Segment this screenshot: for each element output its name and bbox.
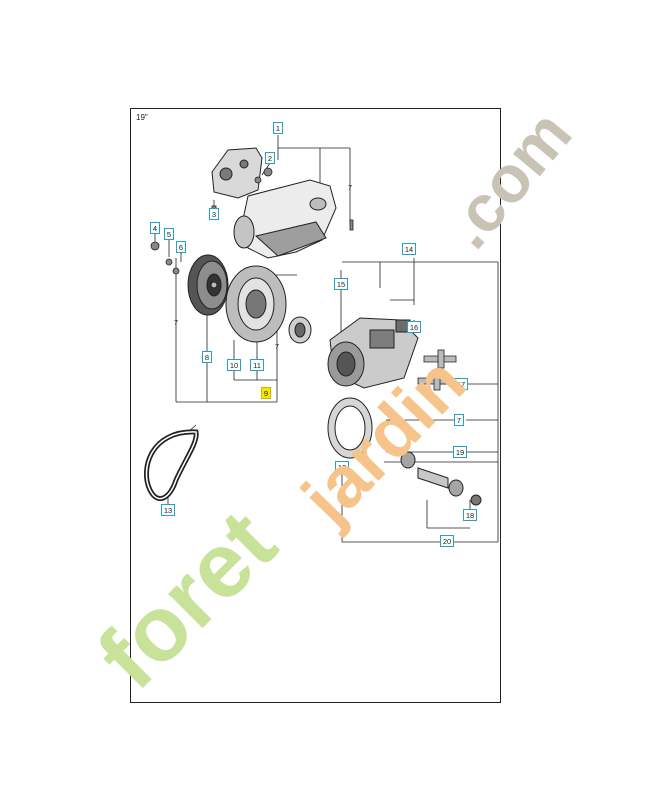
callout-box — [440, 535, 454, 547]
callout-box — [161, 504, 175, 516]
callout-box — [227, 359, 241, 371]
callout-c16: 16 — [407, 321, 421, 333]
callout-box — [453, 446, 467, 458]
leader-lines — [154, 135, 499, 543]
callout-box — [265, 152, 275, 164]
callout-c8: 8 — [202, 351, 212, 363]
callout-c18: 18 — [463, 509, 477, 521]
callout-label: 10 — [230, 361, 238, 370]
bearing — [288, 316, 312, 344]
pins — [417, 349, 457, 391]
callout-box — [209, 208, 219, 220]
callout-label: 7 — [174, 318, 178, 327]
callout-box — [273, 122, 283, 134]
callout-box — [164, 228, 174, 240]
callout-label: 18 — [466, 511, 474, 520]
diagram-frame — [130, 108, 501, 703]
callout-label: 5 — [167, 230, 171, 239]
callout-c2: 2 — [265, 152, 275, 164]
callout-label: 7 — [275, 342, 279, 351]
callout-box — [463, 509, 477, 521]
callout-c20: 20 — [440, 535, 454, 547]
callout-c13: 13 — [161, 504, 175, 516]
callout-c5: 5 — [164, 228, 174, 240]
callout-label: 15 — [337, 280, 345, 289]
callout-label: 16 — [410, 323, 418, 332]
callout-box — [402, 243, 416, 255]
callout-label: 4 — [153, 224, 157, 233]
callout-c1: 1 — [273, 122, 283, 134]
callout-c17: 17 — [454, 378, 468, 390]
callout-c7d: 7 — [454, 414, 464, 426]
callout-box — [202, 351, 212, 363]
callout-c10: 10 — [227, 359, 241, 371]
callout-c6: 6 — [176, 241, 186, 253]
callout-box — [407, 321, 421, 333]
callout-c15: 15 — [334, 278, 348, 290]
pulley-screws — [150, 241, 180, 275]
callout-c14: 14 — [402, 243, 416, 255]
callout-label: 8 — [205, 353, 209, 362]
clutch-plate — [225, 265, 287, 343]
callout-box — [250, 359, 264, 371]
callout-box — [150, 222, 160, 234]
callout-c3: 3 — [209, 208, 219, 220]
callout-label: 14 — [405, 245, 413, 254]
callout-label: 11 — [253, 361, 261, 370]
callout-label: 3 — [212, 210, 216, 219]
drive-belt — [144, 429, 199, 502]
callout-c12: 12 — [335, 461, 349, 473]
callout-label: 9 — [264, 389, 268, 398]
callout-box — [335, 461, 349, 473]
callout-label: 2 — [268, 154, 272, 163]
drive-pulley — [187, 254, 229, 316]
callout-label: 7 — [348, 183, 352, 192]
callout-box — [176, 241, 186, 253]
callout-c19: 19 — [453, 446, 467, 458]
pulley-ring — [327, 397, 373, 459]
callout-c7b: 7 — [174, 318, 178, 327]
callout-box — [454, 378, 468, 390]
belt-cover-housing — [211, 147, 337, 259]
size-label: 19" — [136, 113, 148, 122]
callout-label: 20 — [443, 537, 451, 546]
callout-box — [334, 278, 348, 290]
callout-c7a: 7 — [348, 183, 352, 192]
callout-c7c: 7 — [275, 342, 279, 351]
shaft-assembly — [400, 451, 482, 506]
callout-c4: 4 — [150, 222, 160, 234]
callout-label: 6 — [179, 243, 183, 252]
callout-label: 17 — [457, 380, 465, 389]
callout-label: 1 — [276, 124, 280, 133]
callout-box — [454, 414, 464, 426]
callout-c11: 11 — [250, 359, 264, 371]
clutch-mechanism — [327, 317, 419, 389]
callout-c9: 9 — [261, 387, 271, 399]
callout-label: 12 — [338, 463, 346, 472]
callout-label: 7 — [457, 416, 461, 425]
callout-label: 13 — [164, 506, 172, 515]
callout-label: 19 — [456, 448, 464, 457]
callout-box — [261, 387, 271, 399]
